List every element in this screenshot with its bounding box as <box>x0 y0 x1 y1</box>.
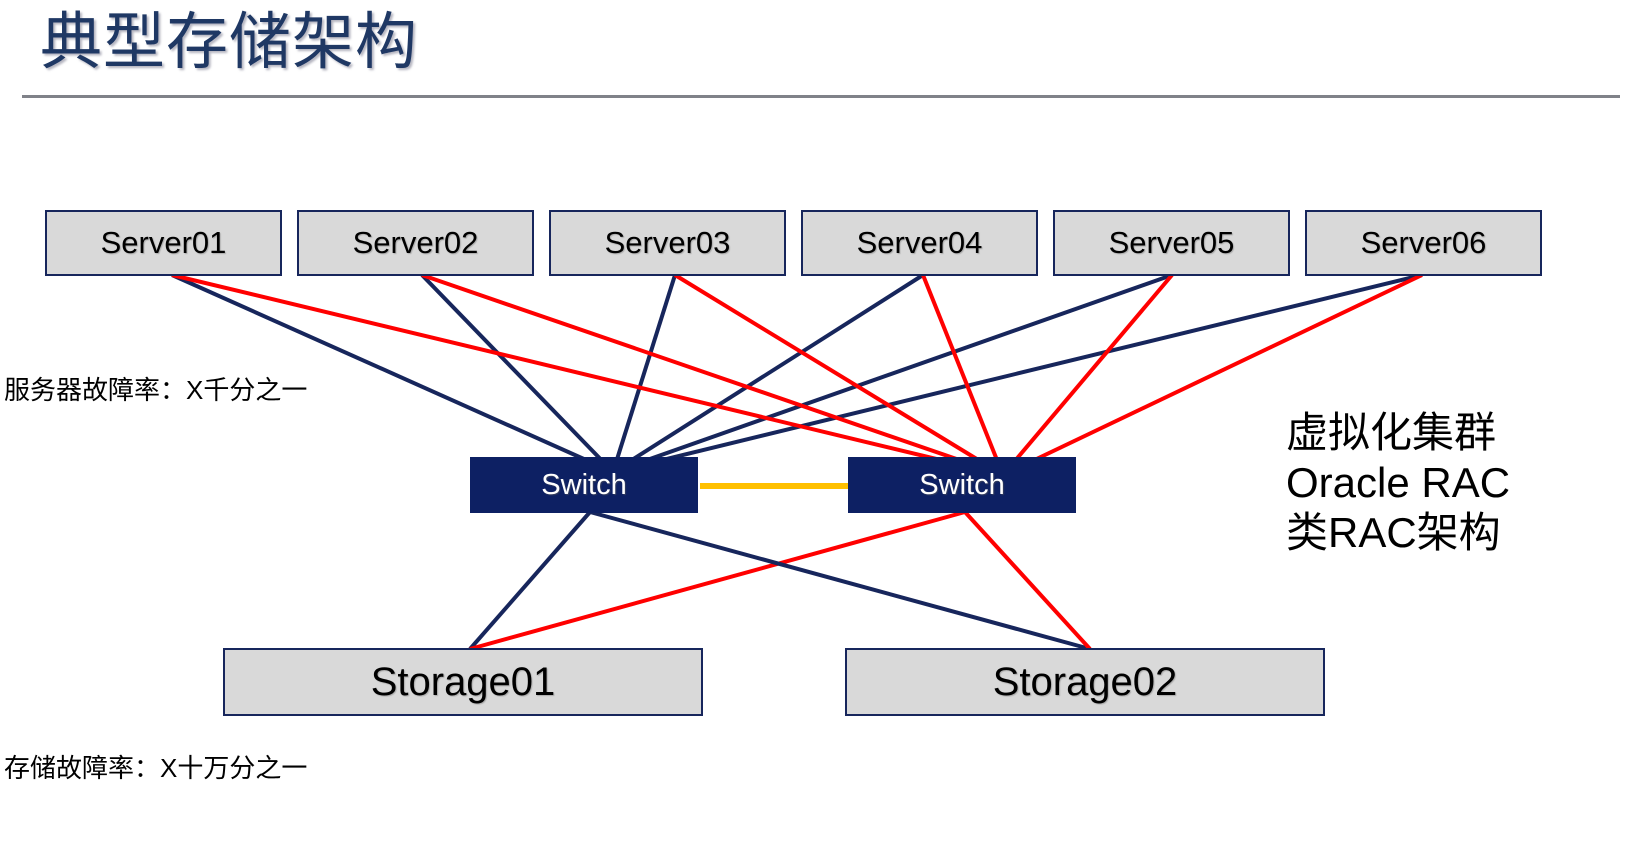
server-node[interactable]: Server06 <box>1305 210 1542 276</box>
server-node[interactable]: Server04 <box>801 210 1038 276</box>
server-label: Server02 <box>352 225 479 260</box>
server-node[interactable]: Server02 <box>297 210 534 276</box>
server-failure-rate-note: 服务器故障率：X千分之一 <box>4 375 308 405</box>
link-server-to-switch1 <box>611 273 925 474</box>
cluster-note-line-2: Oracle RAC <box>1286 459 1511 506</box>
server-to-switch2-links <box>171 273 1423 477</box>
server-label: Server03 <box>604 225 731 260</box>
storage-label: Storage01 <box>370 659 556 704</box>
page-title: 典型存储架构 <box>40 8 419 77</box>
server-node[interactable]: Server05 <box>1053 210 1290 276</box>
switch-node[interactable]: Switch <box>470 457 698 513</box>
server-to-switch1-links <box>171 273 1423 474</box>
link-server-to-switch2 <box>171 273 1004 477</box>
cluster-note-line-1: 虚拟化集群 <box>1286 409 1497 456</box>
link-switch2-to-storage <box>469 510 966 651</box>
switch-label: Switch <box>919 468 1005 501</box>
link-server-to-switch2 <box>1001 273 1174 477</box>
link-server-to-switch1 <box>420 273 615 474</box>
link-server-to-switch2 <box>921 274 1005 476</box>
storage-failure-rate-note: 存储故障率：X十万分之一 <box>4 753 308 783</box>
server-label: Server05 <box>1108 225 1235 260</box>
cluster-note: 虚拟化集群 Oracle RAC 类RAC架构 <box>1286 408 1510 558</box>
server-node[interactable]: Server01 <box>45 210 282 276</box>
link-server-to-switch1 <box>612 273 1423 474</box>
switch-node[interactable]: Switch <box>848 457 1076 513</box>
link-server-to-switch2 <box>1002 273 1423 477</box>
server-node[interactable]: Server03 <box>549 210 786 276</box>
link-server-to-switch2 <box>421 273 1004 477</box>
server-label: Server01 <box>100 225 227 260</box>
cluster-note-line-3: 类RAC架构 <box>1286 509 1501 556</box>
link-server-to-switch2 <box>673 273 1005 477</box>
switch-to-storage-links <box>468 510 1092 651</box>
switch-label: Switch <box>541 468 627 501</box>
link-server-to-switch1 <box>612 273 1173 474</box>
storage-node[interactable]: Storage01 <box>223 648 703 716</box>
link-switch1-to-storage <box>468 510 592 651</box>
link-switch2-to-storage <box>963 510 1092 651</box>
title-divider <box>22 95 1620 98</box>
storage-node[interactable]: Storage02 <box>845 648 1325 716</box>
server-label: Server04 <box>856 225 983 260</box>
server-label: Server06 <box>1360 225 1487 260</box>
link-server-to-switch1 <box>611 274 677 473</box>
storage-label: Storage02 <box>992 659 1178 704</box>
link-server-to-switch1 <box>171 273 614 474</box>
link-switch1-to-storage <box>589 510 1091 651</box>
